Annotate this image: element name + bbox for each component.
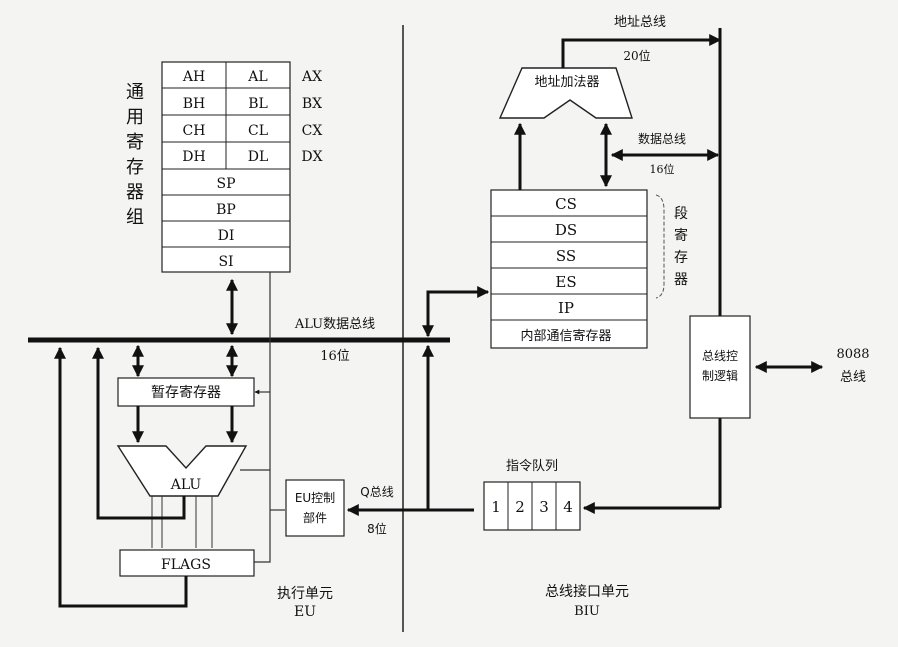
- alu-output-arrow: [92, 346, 186, 520]
- biu-unit-abbr: BIU: [574, 604, 600, 619]
- reg-cx: CX: [302, 123, 323, 139]
- temp-register-label: 暂存寄存器: [151, 384, 221, 401]
- flags-label: FLAGS: [161, 557, 211, 573]
- q-bus-label: Q总线: [360, 485, 393, 499]
- external-bus-line2: 总线: [840, 370, 866, 385]
- reg-ax: AX: [301, 69, 322, 85]
- bus-control-line1: 总线控: [702, 349, 738, 363]
- eu-control-line1: EU控制: [295, 491, 335, 505]
- queue-slot-2: 2: [515, 498, 525, 516]
- svg-text:寄: 寄: [674, 227, 688, 244]
- svg-text:用: 用: [126, 107, 144, 128]
- instruction-queue-label: 指令队列: [506, 459, 558, 474]
- reg-si: SI: [218, 254, 233, 270]
- address-adder-block: [498, 67, 633, 119]
- svg-text:组: 组: [126, 207, 144, 228]
- alu-bus-label: ALU数据总线: [294, 317, 375, 332]
- internal-register-label: 内部通信寄存器: [520, 328, 611, 344]
- reg-bl: BL: [248, 96, 268, 112]
- alu-block: [116, 445, 248, 497]
- svg-text:器: 器: [126, 182, 144, 203]
- eu-control-line2: 部件: [303, 510, 327, 525]
- q-bus-width: 8位: [367, 521, 387, 536]
- data-bus-label: 数据总线: [638, 131, 686, 146]
- segment-brace: [655, 194, 665, 299]
- address-adder-label: 地址加法器: [534, 75, 599, 90]
- seg-ds: DS: [555, 221, 577, 239]
- bus-control-line2: 制逻辑: [702, 369, 738, 383]
- segment-register-title: 段 寄 存 器: [674, 206, 688, 288]
- eu-control-box: [285, 479, 345, 537]
- svg-text:存: 存: [674, 250, 688, 266]
- seg-es: ES: [555, 273, 576, 291]
- instruction-queue: 1 2 3 4: [483, 481, 581, 531]
- reg-bp: BP: [216, 202, 236, 218]
- general-register-title: 通 用 寄 存 器 组: [126, 82, 144, 228]
- reg-sp: SP: [216, 176, 235, 192]
- bus-control-box: [689, 315, 751, 419]
- biu-unit-name: 总线接口单元: [545, 583, 629, 600]
- svg-text:寄: 寄: [126, 132, 144, 153]
- reg-ah: AH: [182, 69, 205, 85]
- svg-text:存: 存: [126, 157, 144, 178]
- alu-bus-width: 16位: [320, 349, 350, 364]
- queue-slot-3: 3: [539, 498, 549, 516]
- svg-text:器: 器: [674, 272, 688, 288]
- reg-bh: BH: [183, 96, 206, 112]
- external-bus-line1: 8088: [836, 347, 869, 362]
- seg-ss: SS: [556, 247, 576, 265]
- temp-register-box: [117, 377, 255, 407]
- reg-cl: CL: [248, 123, 268, 139]
- reg-ch: CH: [183, 123, 206, 139]
- seg-cs: CS: [555, 195, 577, 213]
- svg-text:段: 段: [674, 206, 688, 222]
- flags-bus-arrow: [54, 346, 188, 608]
- reg-dx: DX: [301, 149, 322, 165]
- eu-unit-name: 执行单元: [277, 586, 333, 602]
- svg-text:通: 通: [126, 82, 144, 103]
- general-register-group: AH AL AX BH BL BX CH CL CX DH DL DX SP B…: [161, 61, 323, 273]
- reg-di: DI: [218, 228, 235, 244]
- queue-slot-1: 1: [491, 498, 501, 516]
- address-bus-label: 地址总线: [614, 15, 666, 30]
- flags-box: [119, 549, 255, 577]
- segment-register-group: CS DS SS ES IP 内部通信寄存器: [490, 189, 648, 349]
- reg-dh: DH: [182, 149, 205, 165]
- reg-dl: DL: [248, 149, 269, 165]
- address-bus-arrow: [561, 34, 722, 68]
- bus-internal-arrow: [422, 286, 490, 338]
- alu-label: ALU: [170, 477, 202, 493]
- seg-ip: IP: [558, 299, 574, 317]
- data-bus-width: 16位: [650, 162, 675, 176]
- address-bus-width: 20位: [623, 48, 650, 63]
- eu-unit-abbr: EU: [294, 604, 316, 620]
- reg-bx: BX: [302, 96, 322, 112]
- reg-al: AL: [247, 69, 267, 85]
- queue-slot-4: 4: [563, 498, 573, 516]
- si-flags-line: [254, 272, 271, 563]
